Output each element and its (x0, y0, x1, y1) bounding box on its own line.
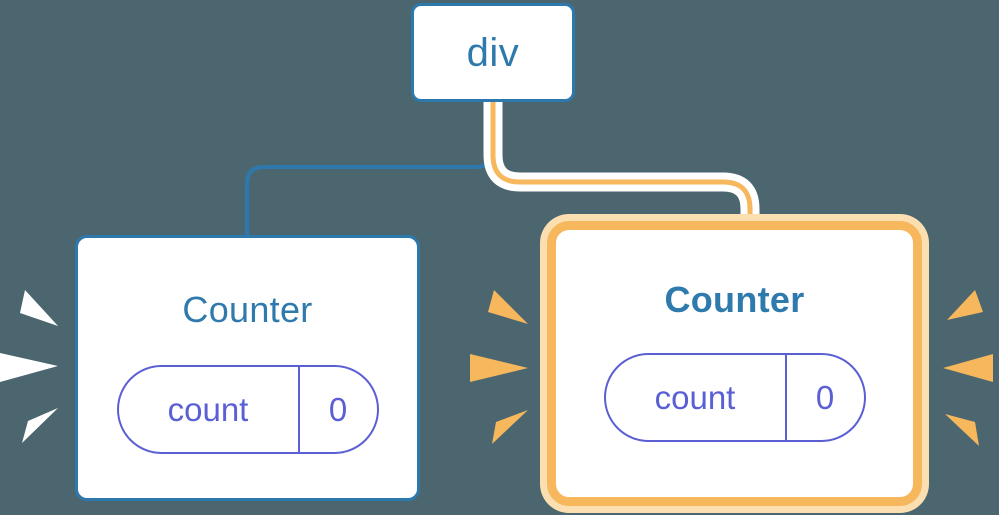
state-value-left: 0 (328, 391, 348, 428)
node-counter-right[interactable]: Counter count 0 (547, 221, 922, 506)
burst-ray (947, 290, 983, 320)
connector-div-to-right-counter-halo (483, 102, 760, 232)
burst-ray (0, 353, 58, 382)
connector-div-to-right-counter (490, 102, 753, 232)
state-pill-left[interactable]: count 0 (116, 365, 379, 454)
burst-ray (488, 290, 528, 324)
burst-ray (943, 354, 993, 382)
right-card-left-burst (470, 290, 528, 444)
connector-div-to-left-counter (245, 102, 495, 235)
node-counter-left-title: Counter (182, 289, 313, 330)
state-pill-right[interactable]: count 0 (603, 353, 866, 442)
left-card-left-burst (0, 290, 58, 443)
node-counter-right-title: Counter (664, 279, 805, 320)
burst-ray (945, 414, 979, 446)
burst-ray (470, 354, 528, 382)
state-key-right: count (606, 355, 787, 440)
state-value-right: 0 (815, 379, 835, 416)
node-div[interactable]: div (411, 3, 575, 102)
state-key-left: count (119, 367, 300, 452)
node-counter-left[interactable]: Counter count 0 (75, 235, 420, 501)
burst-ray (22, 408, 58, 443)
right-card-right-burst (943, 290, 993, 446)
burst-ray (492, 410, 528, 444)
node-div-label: div (466, 30, 520, 75)
burst-ray (20, 290, 58, 326)
